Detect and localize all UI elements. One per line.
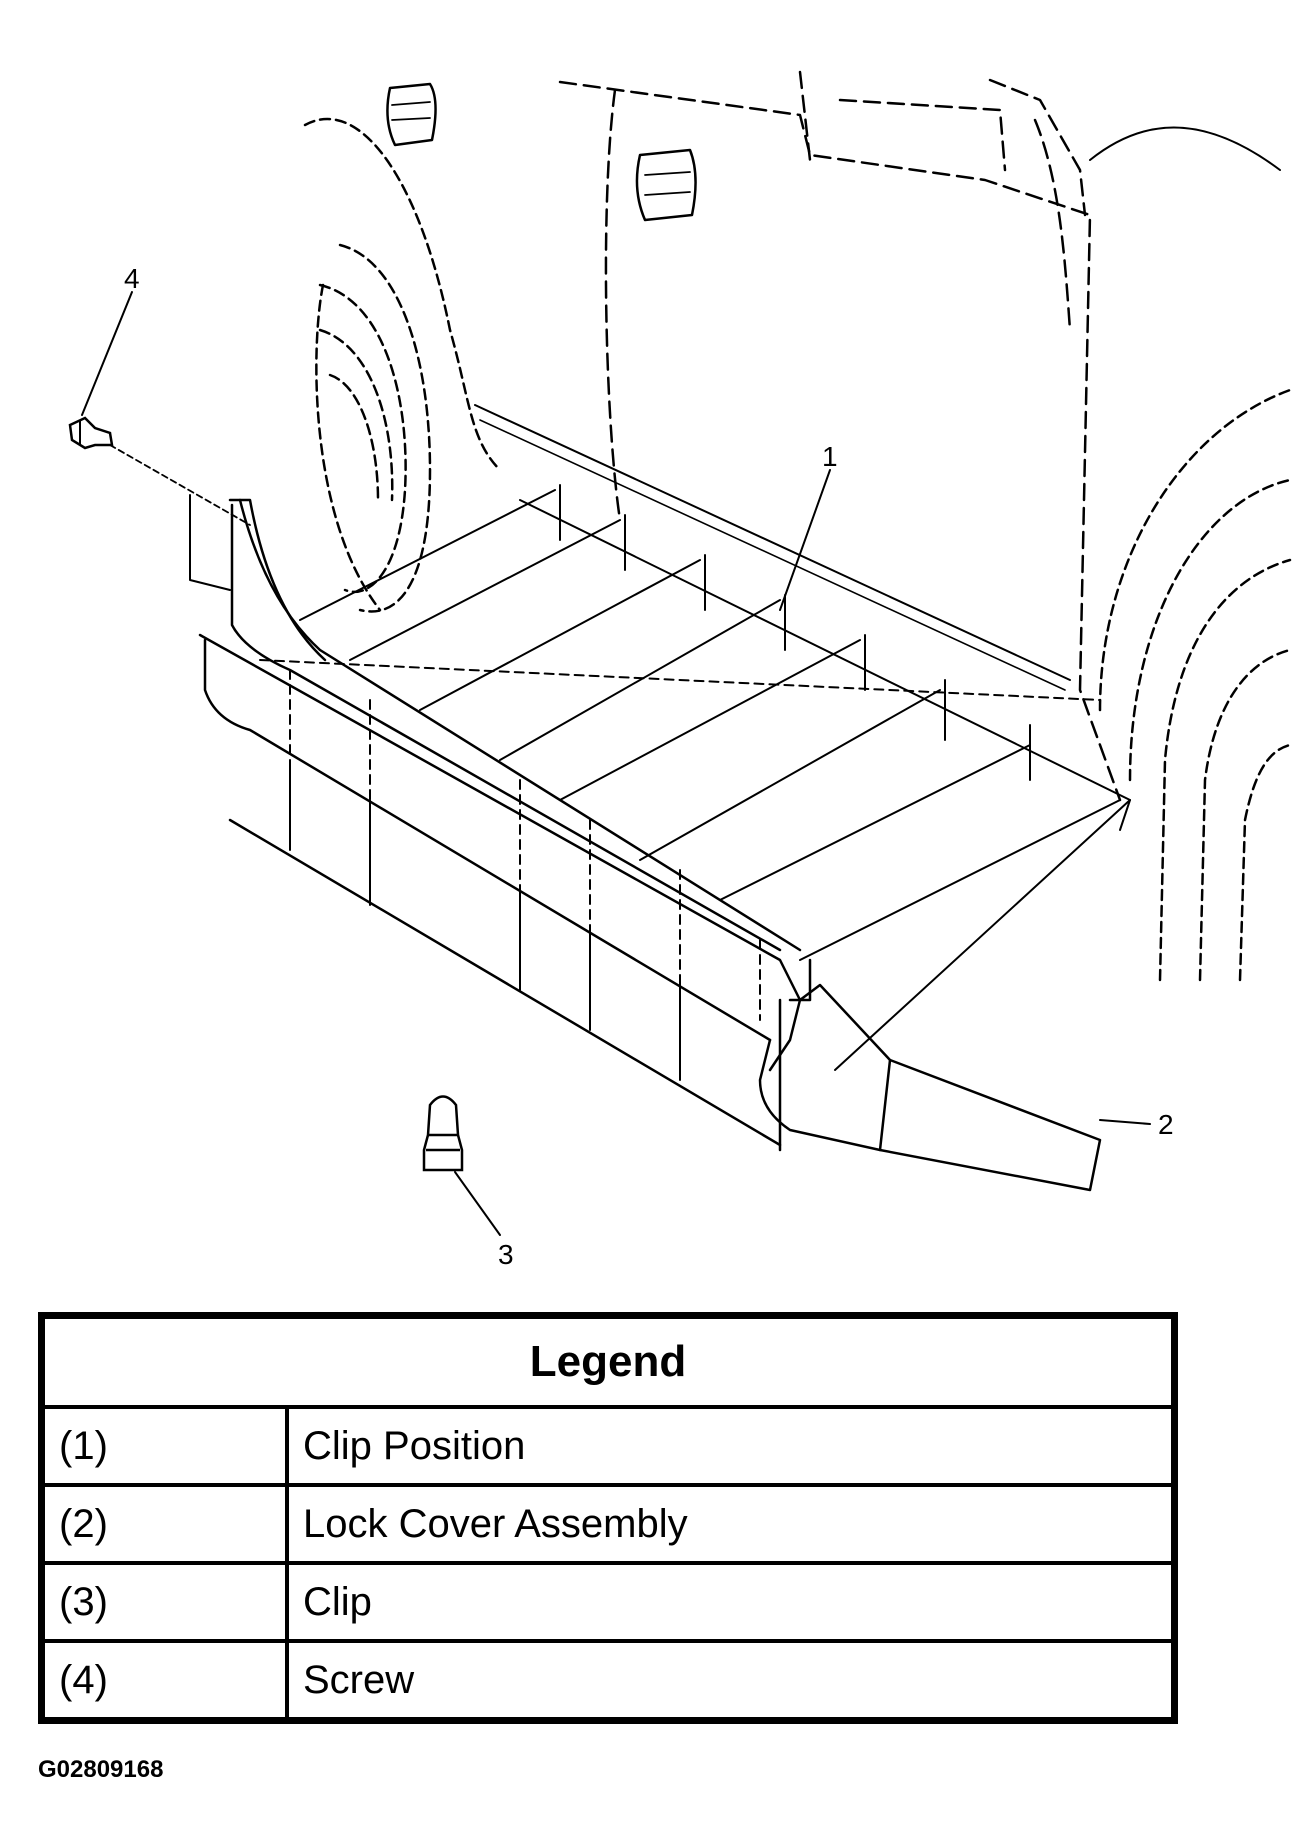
legend-key: (3) — [39, 1561, 289, 1643]
legend-key: (1) — [39, 1405, 289, 1487]
rocker-panel — [198, 498, 1102, 1192]
callout-leader-4 — [81, 291, 133, 416]
floor-ribs — [299, 484, 1131, 1071]
front-wheel-well — [1098, 388, 1292, 982]
rear-wheel-well — [303, 117, 502, 613]
fuel-door-outline — [386, 82, 437, 147]
callout-leader-1 — [779, 469, 831, 611]
legend-row: (4) Screw — [39, 1639, 1177, 1723]
legend-table: Legend (1) Clip Position (2) Lock Cover … — [38, 1312, 1178, 1724]
legend-label: Screw — [285, 1639, 1177, 1723]
screw-part — [68, 416, 114, 450]
clip-part — [422, 1095, 464, 1172]
callout-leader-3 — [454, 1171, 501, 1236]
legend-title: Legend — [39, 1313, 1177, 1409]
legend-row: (3) Clip — [39, 1561, 1177, 1643]
underbody-supports — [189, 494, 681, 1081]
legend-key: (4) — [39, 1639, 289, 1723]
legend-label: Clip Position — [285, 1405, 1177, 1487]
legend-row: (1) Clip Position — [39, 1405, 1177, 1487]
door-outline — [558, 70, 1122, 802]
body-rocker-line — [474, 404, 1071, 681]
figure-id: G02809168 — [38, 1756, 164, 1783]
screw-leader-line — [109, 444, 251, 526]
legend-header-row: Legend — [39, 1313, 1177, 1409]
legend-label: Clip — [285, 1561, 1177, 1643]
legend-label: Lock Cover Assembly — [285, 1483, 1177, 1565]
callout-2: 2 — [1158, 1109, 1174, 1140]
legend-key: (2) — [39, 1483, 289, 1565]
door-handle-outline — [635, 148, 697, 222]
callout-leader-2 — [1099, 1119, 1151, 1125]
callout-1: 1 — [822, 441, 838, 472]
callout-3: 3 — [498, 1239, 514, 1270]
exploded-view-diagram: 1 2 3 4 — [68, 70, 1292, 1270]
callout-4: 4 — [124, 263, 140, 294]
legend-row: (2) Lock Cover Assembly — [39, 1483, 1177, 1565]
